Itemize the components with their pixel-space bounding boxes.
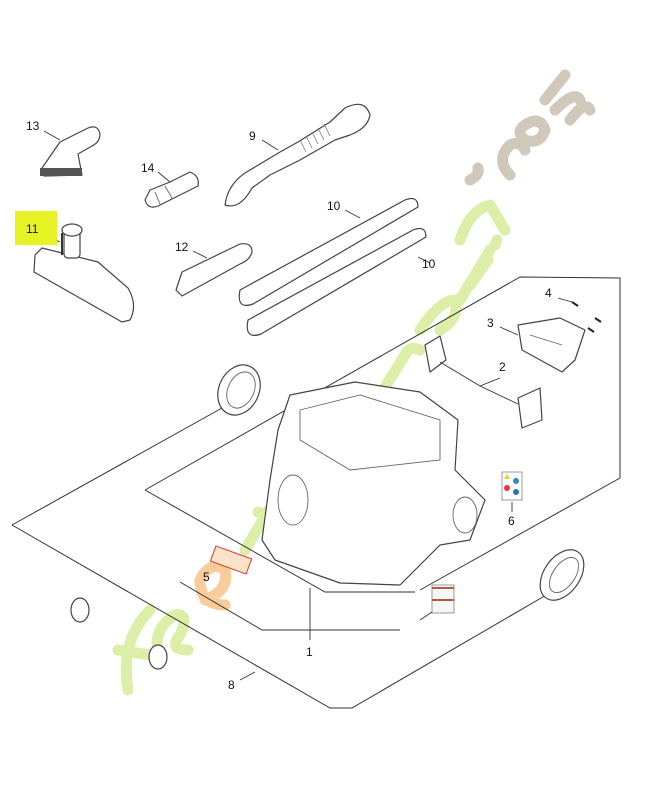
- callout-3[interactable]: 3: [487, 316, 494, 330]
- highlight-box: [15, 211, 57, 245]
- part-adapter: [144, 171, 199, 208]
- part-wheels: [70, 364, 585, 670]
- part-suction-hose: [224, 103, 371, 207]
- callout-13[interactable]: 13: [26, 119, 40, 133]
- leader-lines: [43, 130, 573, 681]
- part-crevice-nozzle: [175, 243, 253, 297]
- callout-10-upper[interactable]: 10: [327, 199, 341, 213]
- part-upholstery-nozzle: [40, 126, 101, 177]
- callout-4[interactable]: 4: [545, 286, 552, 300]
- part-stickers: [209, 471, 523, 614]
- callout-12[interactable]: 12: [175, 240, 189, 254]
- part-handle-cover: [517, 301, 602, 373]
- part-container-body: [261, 381, 486, 586]
- part-latches: [424, 335, 543, 429]
- part-floor-nozzle: [33, 223, 135, 323]
- callout-labels: 13 9 14 11 12 10 10 4 3 2 6 5 1 8: [26, 119, 552, 692]
- callout-8[interactable]: 8: [228, 678, 235, 692]
- callout-11[interactable]: 11: [26, 222, 39, 236]
- callout-2[interactable]: 2: [499, 360, 506, 374]
- callout-10-lower[interactable]: 10: [422, 257, 436, 271]
- watermark: [112, 69, 596, 696]
- part-suction-tubes: [238, 197, 427, 336]
- assembly-frame: [11, 276, 621, 709]
- callout-14[interactable]: 14: [141, 161, 155, 175]
- callout-1[interactable]: 1: [306, 645, 313, 659]
- callout-9[interactable]: 9: [249, 129, 256, 143]
- callout-5[interactable]: 5: [203, 570, 210, 584]
- callout-6[interactable]: 6: [508, 514, 515, 528]
